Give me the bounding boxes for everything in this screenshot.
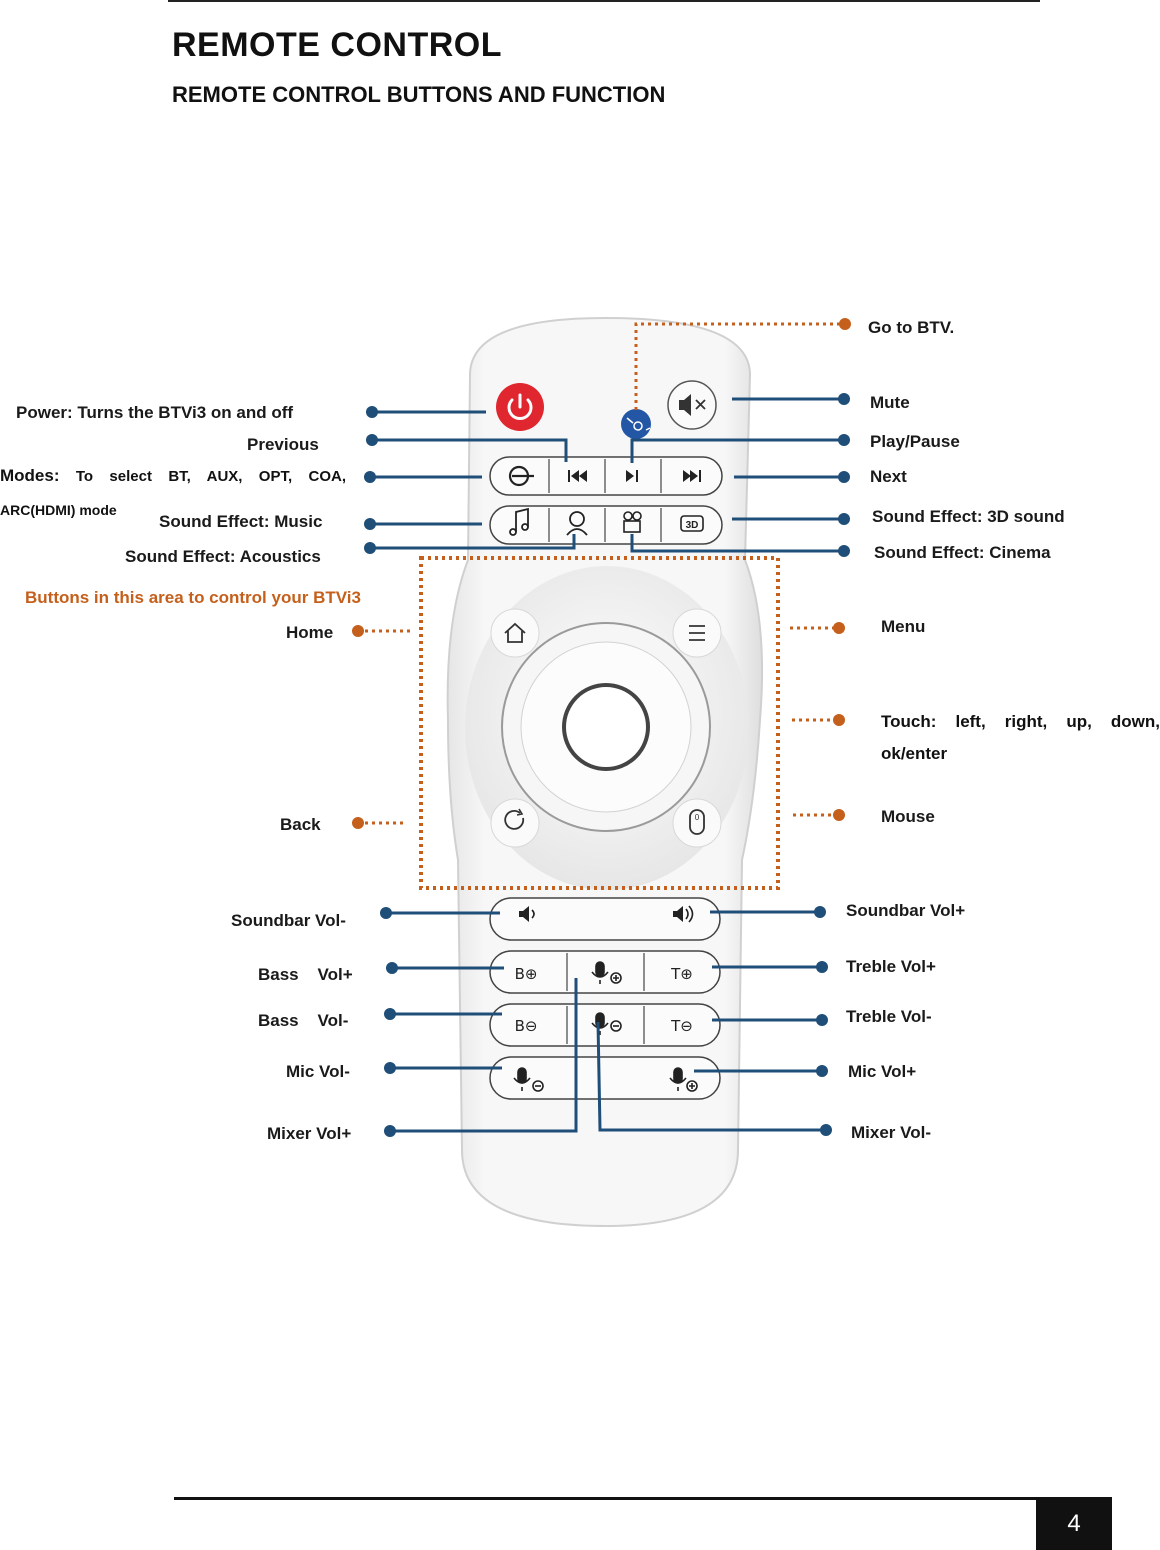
mic-vol-minus-label: Mic Vol- — [286, 1062, 350, 1081]
bass-vol-minus-label: Bass Vol- — [258, 1011, 349, 1030]
cinema-camera-icon — [623, 511, 642, 533]
mute-button — [667, 380, 717, 430]
soundbar-vol-plus-label: Soundbar Vol+ — [846, 901, 966, 920]
mic-minus-icon — [513, 1067, 544, 1092]
modes-label-line2: ARC(HDMI) mode — [0, 502, 117, 518]
bass-vol-plus-label: Bass Vol+ — [258, 965, 353, 984]
btv-button — [621, 409, 651, 439]
home-button — [490, 608, 540, 658]
back-button — [490, 798, 540, 848]
footer-rule — [174, 1497, 1036, 1500]
ok-enter-button — [562, 683, 650, 771]
mic-vol-plus-label: Mic Vol+ — [848, 1062, 917, 1081]
mixer-vol-plus-label: Mixer Vol+ — [267, 1124, 352, 1143]
bass-plus-key: B⊕ — [515, 965, 538, 983]
page-number: 4 — [1036, 1497, 1112, 1550]
mic-plus-icon — [669, 1067, 698, 1092]
modes-label: Modes: To select BT, AUX, OPT, COA, — [0, 466, 346, 485]
treble-plus-key: T⊕ — [670, 965, 693, 983]
go-to-btv-label: Go to BTV. — [868, 318, 955, 337]
power-label: Power: Turns the BTVi3 on and off — [16, 403, 294, 422]
svg-text:0: 0 — [695, 813, 700, 822]
top-rule — [168, 0, 1040, 2]
mixer-minus-icon — [591, 1012, 622, 1035]
mouse-label: Mouse — [881, 807, 935, 826]
transport-row — [489, 456, 723, 496]
play-pause-label: Play/Pause — [870, 432, 960, 451]
sound-effect-row — [489, 505, 723, 545]
sound-acoustics-label: Sound Effect: Acoustics — [125, 547, 321, 566]
section-subtitle: REMOTE CONTROL BUTTONS AND FUNCTION — [172, 82, 666, 107]
back-label: Back — [280, 815, 321, 834]
menu-label: Menu — [881, 617, 926, 636]
previous-button — [568, 470, 587, 482]
page-title: REMOTE CONTROL — [172, 26, 502, 64]
sound-3d-label: Sound Effect: 3D sound — [872, 507, 1065, 526]
modes-button — [508, 465, 534, 487]
svg-text:3D: 3D — [686, 520, 699, 531]
menu-button — [672, 608, 722, 658]
treble-minus-key: T⊖ — [670, 1017, 693, 1035]
soundbar-vol-row — [489, 897, 721, 941]
sound-music-label: Sound Effect: Music — [159, 512, 323, 531]
mixer-plus-icon — [591, 961, 622, 984]
mute-label: Mute — [870, 393, 910, 412]
touch-label-line2: ok/enter — [881, 744, 948, 763]
soundbar-vol-minus-label: Soundbar Vol- — [231, 911, 346, 930]
mixer-vol-minus-label: Mixer Vol- — [851, 1123, 931, 1142]
bass-minus-key: B⊖ — [515, 1017, 538, 1035]
speaker-minus-icon — [519, 906, 535, 922]
acoustics-person-icon — [566, 511, 588, 536]
play-pause-button — [626, 470, 638, 482]
next-label: Next — [870, 467, 907, 486]
touch-label: Touch: left, right, up, down, — [881, 712, 1160, 731]
treble-vol-plus-label: Treble Vol+ — [846, 957, 936, 976]
sound-cinema-label: Sound Effect: Cinema — [874, 543, 1051, 562]
music-note-icon — [509, 507, 529, 536]
treble-vol-minus-label: Treble Vol- — [846, 1007, 932, 1026]
control-area-note: Buttons in this area to control your BTV… — [25, 588, 361, 607]
3d-sound-button: 3D — [680, 515, 704, 532]
home-label: Home — [286, 623, 334, 642]
power-button — [496, 383, 544, 431]
mouse-button: 0 — [672, 798, 722, 848]
previous-label: Previous — [247, 435, 319, 454]
speaker-plus-icon — [673, 905, 694, 923]
next-button — [683, 470, 701, 482]
